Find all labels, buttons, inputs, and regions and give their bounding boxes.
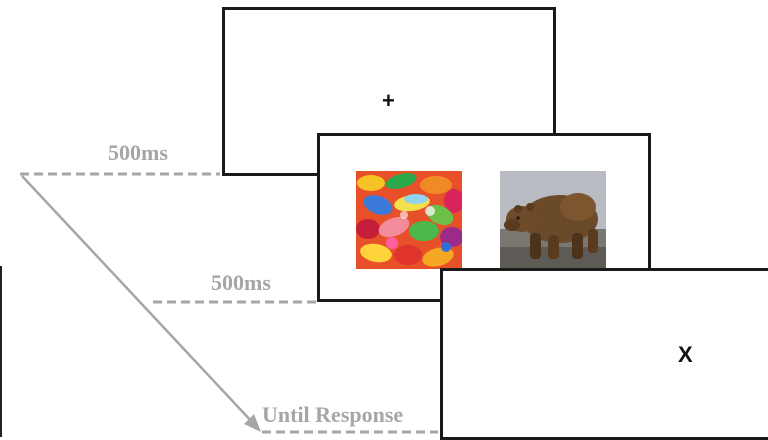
duration-label-response: Until Response (262, 402, 404, 427)
probe-symbol: X (678, 342, 693, 367)
bear-image (500, 171, 606, 269)
response-probe-screen: X (440, 268, 768, 440)
time-arrow (21, 175, 255, 425)
duration-label-images: 500ms (211, 270, 271, 295)
time-arrow-head (244, 414, 261, 432)
candy-image (356, 171, 462, 269)
left-edge-line (0, 266, 2, 437)
fixation-cross: + (382, 88, 395, 113)
duration-label-fixation: 500ms (108, 140, 168, 165)
